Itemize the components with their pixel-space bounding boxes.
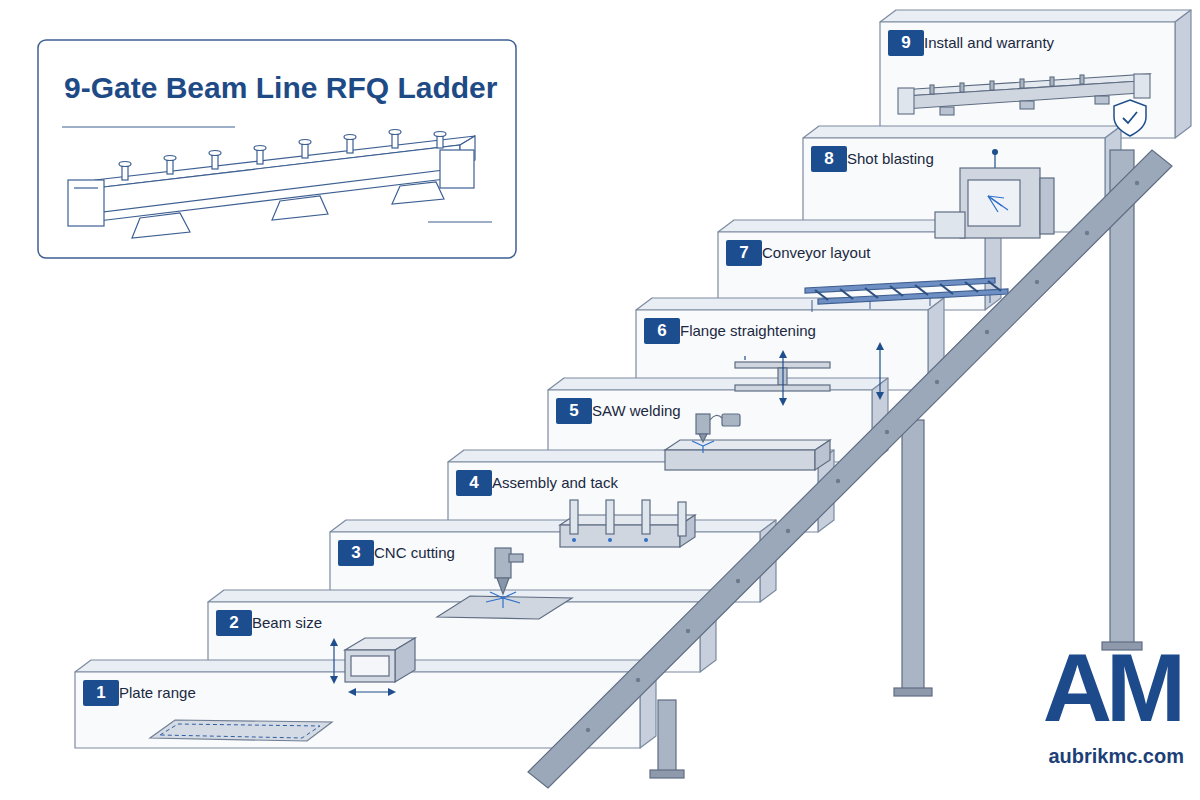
straightening-icon: [735, 342, 884, 406]
stair-tread: [880, 10, 1191, 22]
stair-tread: [548, 378, 888, 390]
step-label: Assembly and tack: [492, 474, 618, 492]
stair-tread: [330, 520, 776, 532]
stair-face: [75, 672, 640, 748]
saw-welding-icon: [665, 414, 830, 470]
stair-step: Conveyor layout7: [718, 232, 985, 310]
step-number: 6: [644, 318, 680, 344]
stair-step: Flange straightening6: [636, 310, 928, 390]
step-label: SAW welding: [592, 402, 681, 420]
cnc-cutting-icon: [437, 548, 572, 619]
stair-step: CNC cutting3: [330, 532, 760, 602]
title-panel: [38, 40, 516, 258]
step-badge: 2: [216, 610, 252, 636]
stair-step: Plate range1: [75, 672, 640, 748]
logo-mark: AM: [1043, 640, 1180, 736]
step-label: CNC cutting: [374, 544, 455, 562]
plate-icon: [150, 720, 332, 741]
step-number: 3: [338, 540, 374, 566]
website-url: aubrikmc.com: [1048, 744, 1184, 768]
install-icon: [898, 74, 1150, 136]
step-label: Conveyor layout: [762, 244, 870, 262]
step-number: 7: [726, 240, 762, 266]
step-number: 9: [888, 30, 924, 56]
conveyor-icon: [805, 278, 1008, 312]
step-number: 2: [216, 610, 252, 636]
stair-step: Install and warranty9: [880, 22, 1175, 138]
step-badge: 5: [556, 398, 592, 424]
step-label: Plate range: [119, 684, 196, 702]
stair-tread: [208, 590, 716, 602]
step-badge: 3: [338, 540, 374, 566]
step-number: 4: [456, 470, 492, 496]
step-label: Flange straightening: [680, 322, 816, 340]
step-number: 8: [811, 146, 847, 172]
beam-size-icon: [330, 638, 415, 696]
step-badge: 8: [811, 146, 847, 172]
stair-faces: [75, 10, 1191, 748]
step-badge: 6: [644, 318, 680, 344]
step-label: Install and warranty: [924, 34, 1054, 52]
stair-step: Assembly and tack4: [448, 462, 818, 532]
beam-line-sketch: [68, 130, 475, 239]
stair-step: SAW welding5: [548, 390, 872, 462]
stair-side: [1175, 10, 1191, 138]
step-number: 1: [83, 680, 119, 706]
stair-step: Shot blasting8: [803, 138, 1105, 232]
shot-blasting-icon: [935, 149, 1054, 238]
step-badge: 7: [726, 240, 762, 266]
step-label: Beam size: [252, 614, 322, 632]
step-badge: 1: [83, 680, 119, 706]
step-label: Shot blasting: [847, 150, 934, 168]
diagram-title: 9-Gate Beam Line RFQ Ladder: [64, 70, 497, 106]
assembly-icon: [560, 500, 695, 547]
step-number: 5: [556, 398, 592, 424]
step-badge: 4: [456, 470, 492, 496]
stair-step: Beam size2: [208, 602, 700, 672]
stair-face: [880, 22, 1175, 138]
step-badge: 9: [888, 30, 924, 56]
stair-tread: [803, 126, 1121, 138]
